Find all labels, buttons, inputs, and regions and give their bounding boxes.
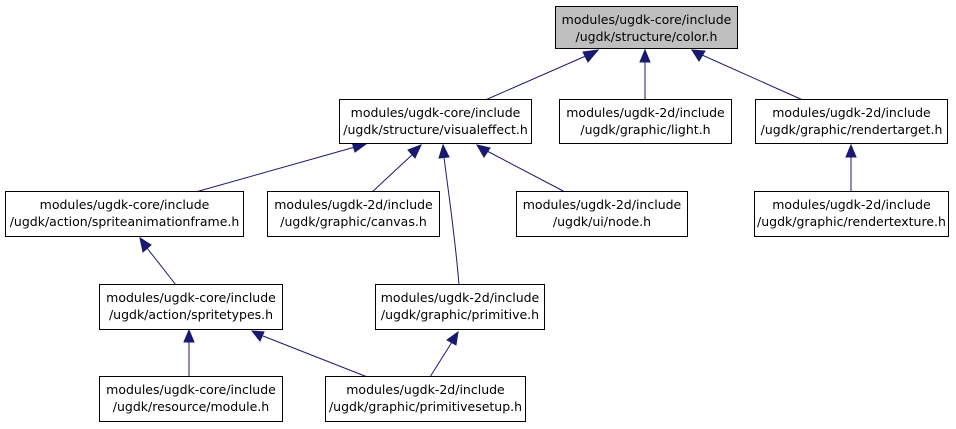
node-spritetypes-h[interactable]: modules/ugdk-core/include /ugdk/action/s…: [99, 284, 283, 330]
node-label-line1: modules/ugdk-2d/include: [274, 197, 433, 212]
edge-canvas-to-visualeffect: [370, 153, 414, 194]
node-primitivesetup-h[interactable]: modules/ugdk-2d/include /ugdk/graphic/pr…: [325, 376, 526, 422]
node-label-line1: modules/ugdk-core/include: [106, 290, 276, 305]
node-module-h[interactable]: modules/ugdk-core/include /ugdk/resource…: [99, 376, 283, 422]
node-label-line2: /ugdk/ui/node.h: [552, 214, 652, 229]
node-color-h[interactable]: modules/ugdk-core/include /ugdk/structur…: [555, 6, 738, 49]
node-label-line1: modules/ugdk-core/include: [39, 197, 210, 212]
edge-rendertarget-to-color: [701, 54, 806, 102]
arrowhead: [639, 48, 651, 63]
node-label-line2: /ugdk/graphic/primitivesetup.h: [328, 399, 523, 414]
node-label-line2: /ugdk/graphic/light.h: [580, 122, 711, 137]
node-visualeffect-h[interactable]: modules/ugdk-core/include /ugdk/structur…: [339, 99, 532, 144]
node-label-line1: modules/ugdk-core/include: [106, 382, 276, 397]
node-primitive-h[interactable]: modules/ugdk-2d/include /ugdk/graphic/pr…: [375, 284, 545, 330]
node-label-line1: modules/ugdk-2d/include: [522, 197, 682, 212]
node-label-line2: /ugdk/graphic/rendertarget.h: [760, 122, 943, 137]
arrowhead: [582, 49, 600, 63]
node-rendertexture-h[interactable]: modules/ugdk-2d/include /ugdk/graphic/re…: [754, 191, 949, 237]
node-label-line1: modules/ugdk-core/include: [561, 12, 732, 27]
node-label-line1: modules/ugdk-2d/include: [772, 105, 931, 120]
node-rendertarget-h[interactable]: modules/ugdk-2d/include /ugdk/graphic/re…: [755, 99, 948, 144]
arrowhead: [250, 330, 265, 342]
node-label-line1: modules/ugdk-core/include: [350, 105, 521, 120]
edge-node-to-visualeffect: [486, 150, 568, 194]
node-label-line2: /ugdk/structure/visualeffect.h: [343, 122, 528, 137]
node-label-line1: modules/ugdk-2d/include: [772, 197, 931, 212]
edge-spriteanimframe-to-visualeffect: [191, 146, 356, 194]
node-label-line2: /ugdk/graphic/primitive.h: [380, 307, 540, 322]
edge-primitive-to-visualeffect: [443, 156, 460, 286]
arrowhead: [475, 144, 491, 158]
node-label-line1: modules/ugdk-2d/include: [566, 105, 725, 120]
arrowhead: [438, 143, 450, 159]
node-label-line2: /ugdk/action/spriteanimationframe.h: [9, 214, 240, 229]
edge-primitivesetup-to-spritetypes: [262, 335, 376, 381]
node-label-line1: modules/ugdk-2d/include: [380, 290, 540, 305]
node-light-h[interactable]: modules/ugdk-2d/include /ugdk/graphic/li…: [559, 99, 732, 144]
arrowhead: [183, 328, 195, 343]
node-label-line2: /ugdk/structure/color.h: [575, 29, 718, 44]
arrowhead: [446, 330, 459, 346]
edge-visualeffect-to-color: [482, 54, 589, 102]
edge-primitivesetup-to-primitive: [429, 341, 453, 378]
node-label-line1: modules/ugdk-2d/include: [346, 382, 505, 397]
node-label-line2: /ugdk/action/spritetypes.h: [108, 307, 274, 322]
edges: [139, 48, 857, 381]
arrowhead: [139, 236, 152, 253]
node-label-line2: /ugdk/graphic/canvas.h: [280, 214, 427, 229]
edge-spritetypes-to-spriteanimframe: [146, 247, 177, 286]
node-spriteanimationframe-h[interactable]: modules/ugdk-core/include /ugdk/action/s…: [5, 191, 244, 237]
arrowhead: [845, 143, 857, 158]
node-ui-node-h[interactable]: modules/ugdk-2d/include /ugdk/ui/node.h: [516, 191, 688, 237]
node-label-line2: /ugdk/graphic/rendertexture.h: [757, 214, 946, 229]
arrowhead: [407, 144, 422, 159]
node-label-line2: /ugdk/resource/module.h: [112, 399, 270, 414]
arrowhead: [691, 49, 706, 62]
node-canvas-h[interactable]: modules/ugdk-2d/include /ugdk/graphic/ca…: [267, 191, 440, 237]
